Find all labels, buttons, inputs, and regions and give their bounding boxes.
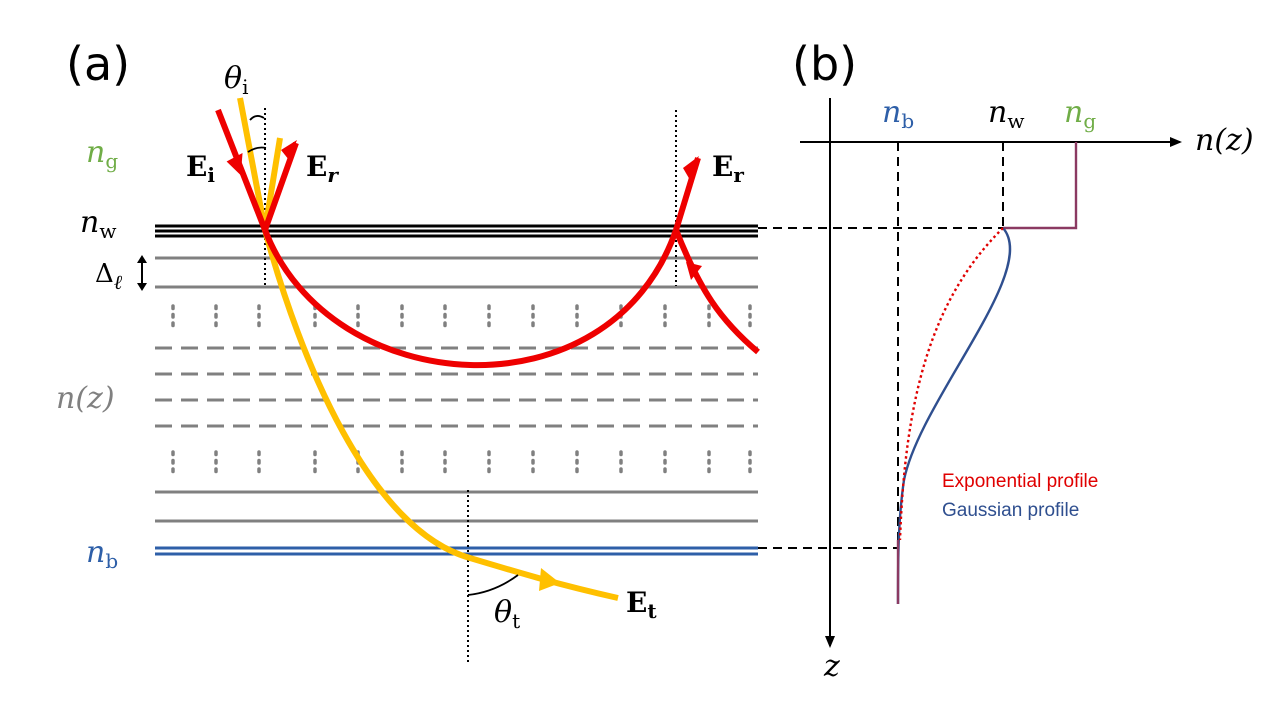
- continuation-dots-upper: [171, 304, 752, 330]
- guided-ray-arc: [262, 228, 679, 368]
- incident-arrow: [226, 152, 243, 176]
- transmitted-arrow: [539, 568, 560, 591]
- guided-arrow: [686, 262, 702, 280]
- label-b-nb: nb: [882, 95, 914, 133]
- reflected-ray-right: [673, 157, 701, 231]
- gaussian-profile-curve: [896, 227, 1012, 605]
- layer-stack: [155, 224, 758, 556]
- panel-b-label: (b): [792, 37, 857, 91]
- label-nw: nw: [80, 205, 116, 243]
- guided-ray-continuation: [673, 228, 760, 355]
- step-profile: [1003, 142, 1078, 230]
- label-ng: ng: [86, 135, 118, 173]
- label-nz: n(z): [56, 381, 115, 416]
- delta-arrowhead-down: [137, 283, 147, 291]
- graded-layers-dashed: [155, 346, 758, 428]
- label-Ei: Ei: [186, 150, 215, 187]
- theta-t-arc: [467, 574, 519, 596]
- legend-gaussian: Gaussian profile: [942, 500, 1079, 521]
- exponential-profile-curve: [898, 227, 1004, 541]
- label-b-ng: ng: [1064, 95, 1096, 133]
- z-axis-label: z: [823, 649, 840, 684]
- theta-i-arc-2: [247, 146, 267, 153]
- label-nb: nb: [86, 535, 118, 573]
- reflected-arrow-right: [683, 156, 699, 180]
- label-b-nw: nw: [988, 95, 1024, 133]
- x-axis-label: n(z): [1195, 123, 1254, 158]
- theta-i-arc: [249, 115, 265, 121]
- guide-lines: [758, 142, 1004, 549]
- reflected-arrow-left: [281, 140, 297, 160]
- label-delta: Δℓ: [95, 259, 123, 294]
- label-Er-right: Er: [712, 150, 744, 187]
- delta-arrowhead-up: [137, 255, 147, 263]
- label-Er-left: Er: [306, 150, 339, 187]
- label-Et: Et: [626, 586, 657, 623]
- continuation-dots-lower: [171, 450, 752, 476]
- label-theta-i: θi: [224, 61, 248, 99]
- panel-a-label: (a): [66, 37, 130, 91]
- legend-exponential: Exponential profile: [942, 471, 1098, 492]
- reflected-ray-left: [262, 141, 299, 232]
- incident-ray: [215, 108, 268, 232]
- label-theta-t: θt: [494, 595, 520, 633]
